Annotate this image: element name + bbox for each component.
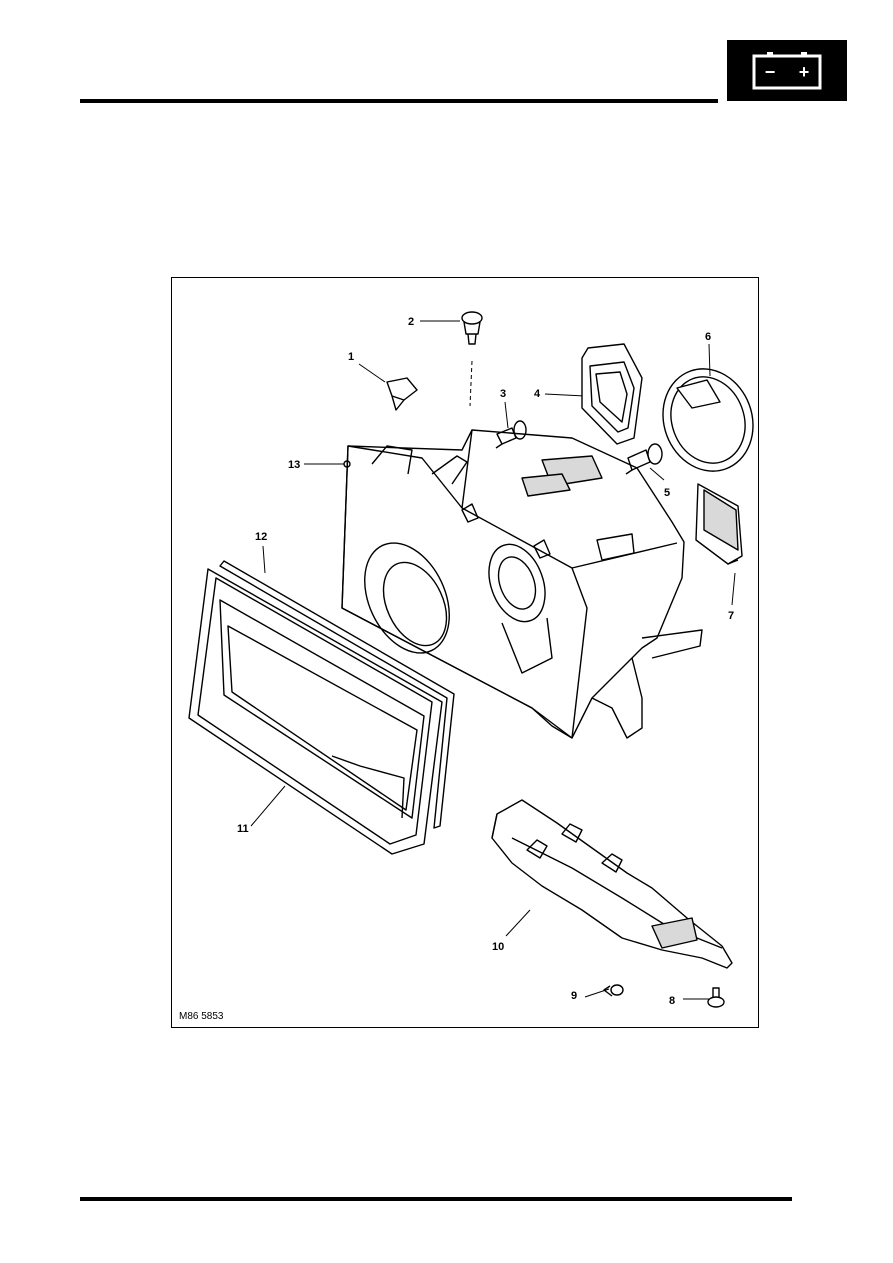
bulb-cover [581,343,643,445]
leader-lines [250,320,736,1000]
exploded-view-figure: 1 2 3 4 5 6 7 8 9 10 11 12 13 M86 5853 [171,277,759,1028]
callout-13: 13 [288,459,301,471]
callout-2: 2 [408,316,415,328]
retaining-clip [386,377,418,411]
headlamp-exploded-diagram [188,311,754,1008]
callout-5: 5 [664,487,671,499]
cover-band [662,368,754,472]
bracket-bolt [603,984,624,997]
lens-assembly [188,568,443,855]
callout-9: 9 [571,990,578,1002]
header-rule [80,99,718,103]
figure-reference: M86 5853 [179,1011,224,1022]
callout-12: 12 [255,531,268,543]
lens-seal [219,560,455,829]
mounting-bush [343,460,351,468]
battery-icon: − + [752,52,822,90]
sidelamp-bulb [495,420,527,449]
mounting-bracket [491,799,733,969]
callout-11: 11 [237,823,249,835]
callout-3: 3 [500,388,507,400]
section-badge: − + [727,40,847,101]
callout-1: 1 [348,351,355,363]
connector-block [695,483,743,565]
callout-6: 6 [705,331,712,343]
bracket-screw [707,987,725,1008]
callout-8: 8 [669,995,676,1007]
minus-sign: − [765,62,776,82]
plus-sign: + [799,62,810,82]
adjuster-screw [461,311,483,345]
callout-7: 7 [728,610,735,622]
footer-rule [80,1197,792,1201]
headlamp-housing [341,429,703,739]
headlamp-bulb [625,443,663,475]
callout-4: 4 [534,388,541,400]
callout-10: 10 [492,941,505,953]
